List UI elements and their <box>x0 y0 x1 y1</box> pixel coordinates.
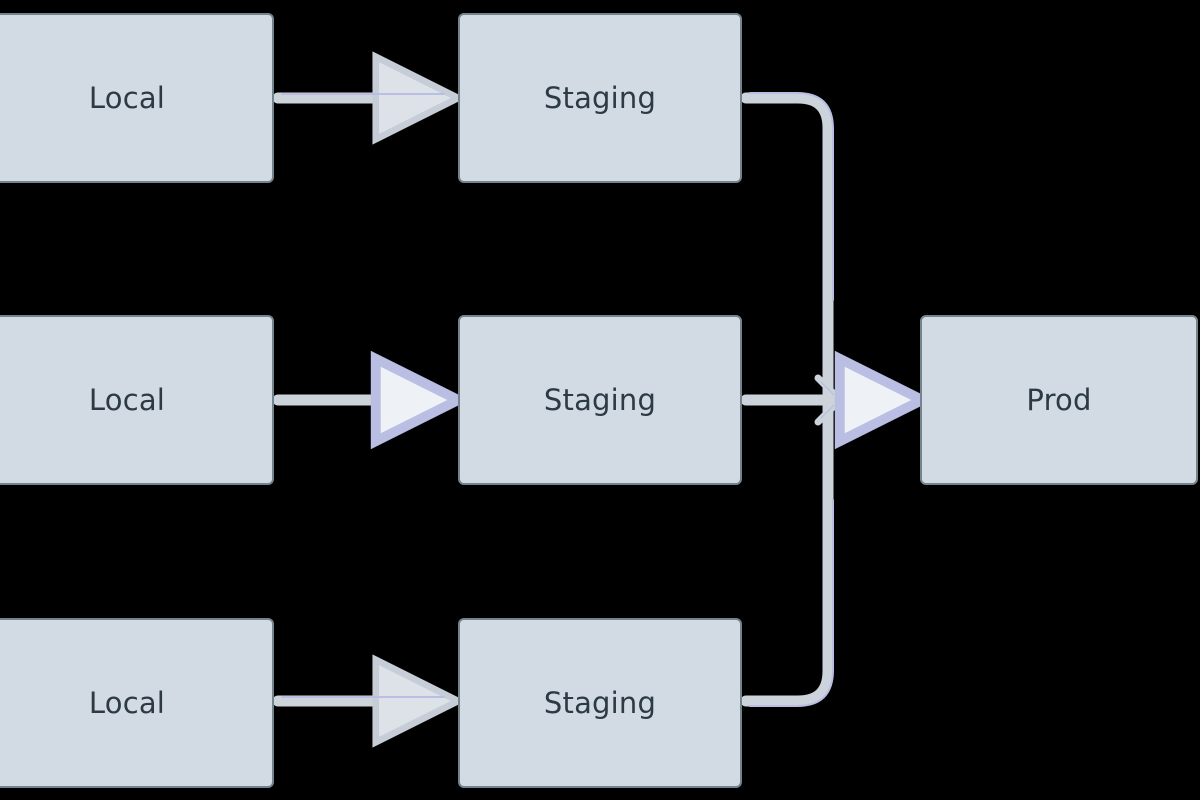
node-label: Staging <box>543 80 657 115</box>
node-label: Local <box>88 382 166 417</box>
node-label: Prod <box>1026 382 1092 417</box>
node-prod[interactable]: Prod <box>920 315 1198 485</box>
node-staging-bottom[interactable]: Staging <box>458 618 742 788</box>
node-staging-top[interactable]: Staging <box>458 13 742 183</box>
node-staging-middle[interactable]: Staging <box>458 315 742 485</box>
node-label: Local <box>88 685 166 720</box>
edge-local-top-to-staging-top <box>272 51 466 145</box>
node-label: Staging <box>543 382 657 417</box>
edge-local-bottom-to-staging-bottom <box>272 654 466 748</box>
node-local-middle[interactable]: Local <box>0 315 274 485</box>
edge-staging-bottom-to-prod <box>740 396 834 707</box>
node-local-top[interactable]: Local <box>0 13 274 183</box>
node-local-bottom[interactable]: Local <box>0 618 274 788</box>
node-label: Local <box>88 80 166 115</box>
node-label: Staging <box>543 685 657 720</box>
edge-staging-top-to-prod <box>740 92 834 404</box>
